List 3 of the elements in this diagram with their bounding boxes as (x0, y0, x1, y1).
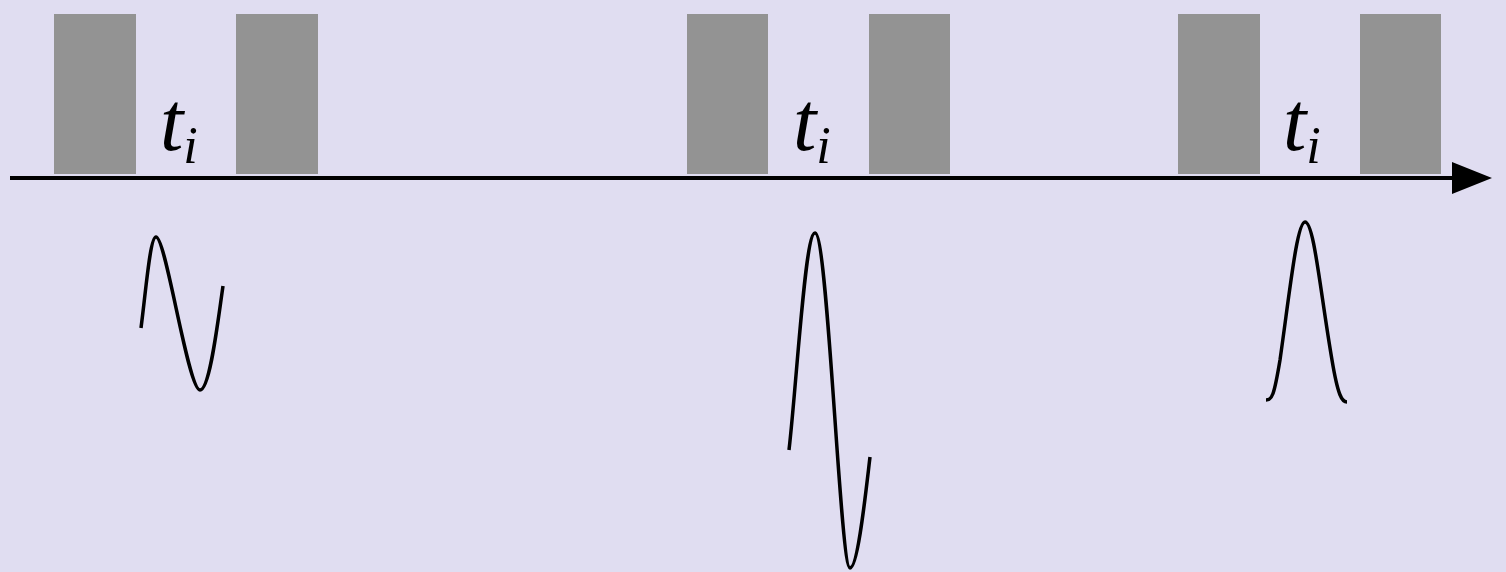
time-interval-label: t$_{i}$ (793, 80, 831, 173)
time-interval-label: t$_{i}$ (160, 80, 198, 173)
time-interval-label: t$_{i}$ (1283, 80, 1321, 173)
